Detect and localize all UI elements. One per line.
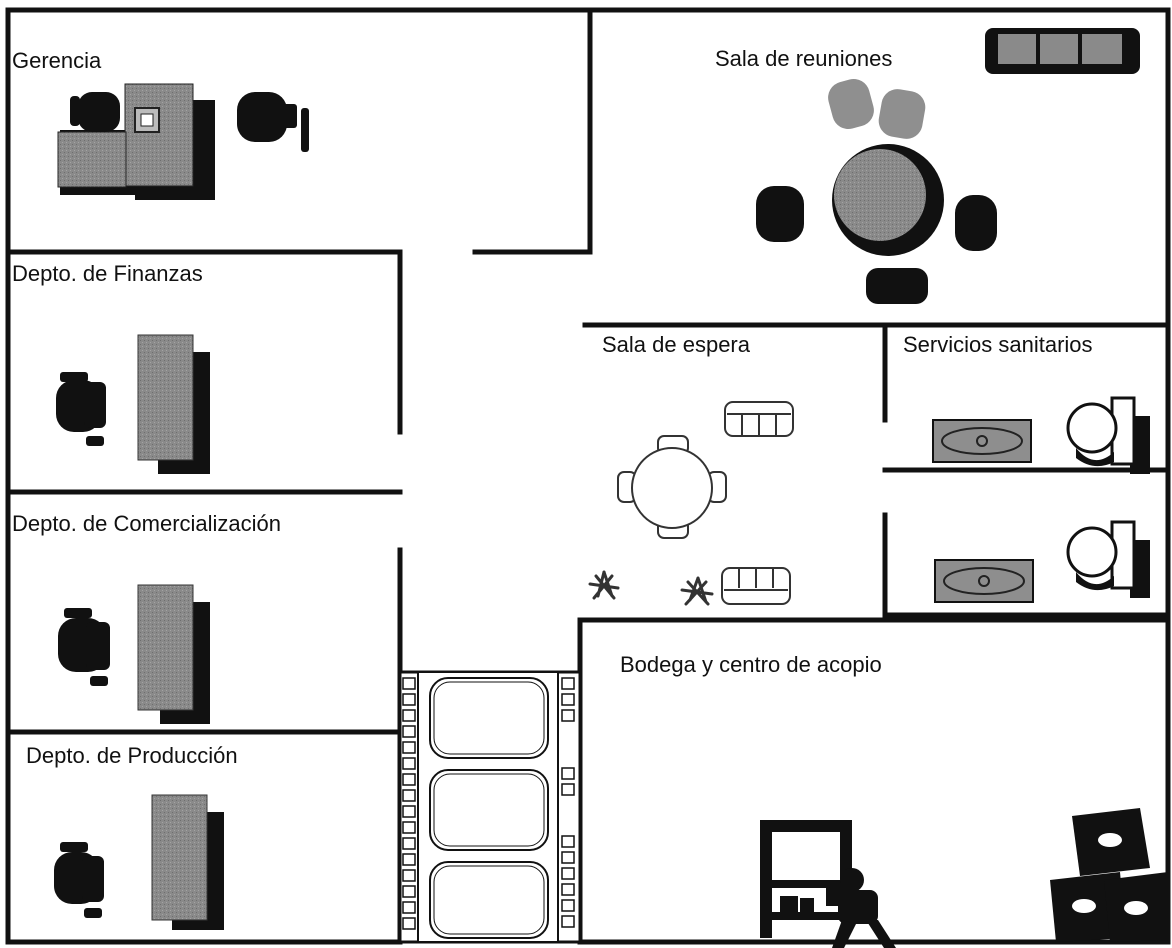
waiting-sofa-bottom: [721, 567, 791, 605]
finanzas-chair: [56, 372, 106, 446]
bodega-shelf: [760, 820, 852, 938]
waiting-sofa-top: [724, 401, 794, 437]
produccion-desk: [151, 794, 224, 930]
comercializacion-desk: [137, 584, 210, 724]
production-rollers-left: [402, 677, 416, 930]
bodega-worker: [826, 868, 896, 948]
label-gerencia: Gerencia: [12, 48, 102, 73]
meeting-sofa: [985, 28, 1140, 74]
label-produccion: Depto. de Producción: [26, 743, 238, 768]
label-sala-reuniones: Sala de reuniones: [715, 46, 893, 71]
label-servicios: Servicios sanitarios: [903, 332, 1093, 357]
bathroom-2: [934, 520, 1150, 603]
meeting-gray-chairs: [828, 78, 926, 139]
production-rollers-right: [561, 677, 575, 928]
gerencia-chair-right: [237, 92, 309, 152]
comercializacion-chair: [58, 608, 110, 686]
bathroom-1: [932, 396, 1150, 474]
label-bodega: Bodega y centro de acopio: [620, 652, 882, 677]
label-sala-espera: Sala de espera: [602, 332, 750, 357]
bodega-sacks: [1050, 808, 1168, 942]
production-line: [398, 670, 582, 944]
produccion-chair: [54, 842, 104, 918]
gerencia-chair-left: [70, 92, 120, 132]
meeting-table: [832, 144, 944, 256]
finanzas-desk: [137, 334, 210, 474]
plant-icon: [588, 570, 714, 606]
waiting-table: [617, 435, 727, 539]
label-comercializacion: Depto. de Comercialización: [12, 511, 282, 536]
walls: [5, 7, 1171, 945]
label-finanzas: Depto. de Finanzas: [12, 261, 203, 286]
meeting-chairs: [756, 186, 997, 304]
gerencia-desk: [57, 83, 215, 200]
